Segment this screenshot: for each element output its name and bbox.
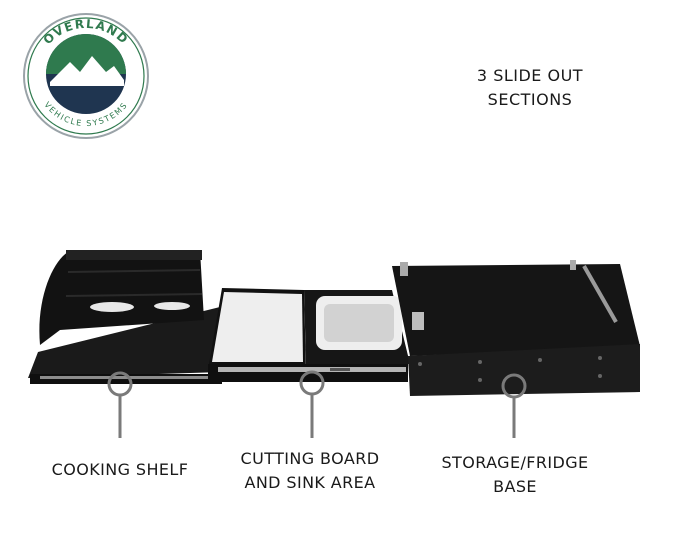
drawer-slide-rail [218, 367, 406, 372]
mountain-icon [50, 56, 124, 86]
overland-logo: OVERLAND VEHICLE SYSTEMS [23, 13, 149, 139]
label-storage-line-2: BASE [493, 477, 537, 496]
label-storage-line-1: STORAGE/FRIDGE [441, 453, 589, 472]
slide-out-drawer-system [28, 250, 640, 396]
label-cutting-board-line-2: AND SINK AREA [244, 473, 376, 492]
cutting-board [212, 292, 303, 362]
cooking-shelf-box [39, 250, 205, 345]
heading-line-1: 3 SLIDE OUT [476, 66, 584, 85]
label-cooking-shelf-line-1: COOKING SHELF [51, 460, 189, 479]
label-cutting-board-sink: CUTTING BOARD AND SINK AREA [220, 447, 400, 495]
label-cutting-board-line-1: CUTTING BOARD [240, 449, 380, 468]
label-cooking-shelf: COOKING SHELF [30, 458, 210, 482]
cooking-shelf-tray [28, 307, 222, 378]
storage-base-front [408, 344, 640, 396]
heading: 3 SLIDE OUT SECTIONS [445, 64, 615, 112]
label-storage-fridge-base: STORAGE/FRIDGE BASE [420, 451, 610, 499]
heading-line-2: SECTIONS [487, 90, 573, 109]
storage-base-top [392, 264, 640, 356]
